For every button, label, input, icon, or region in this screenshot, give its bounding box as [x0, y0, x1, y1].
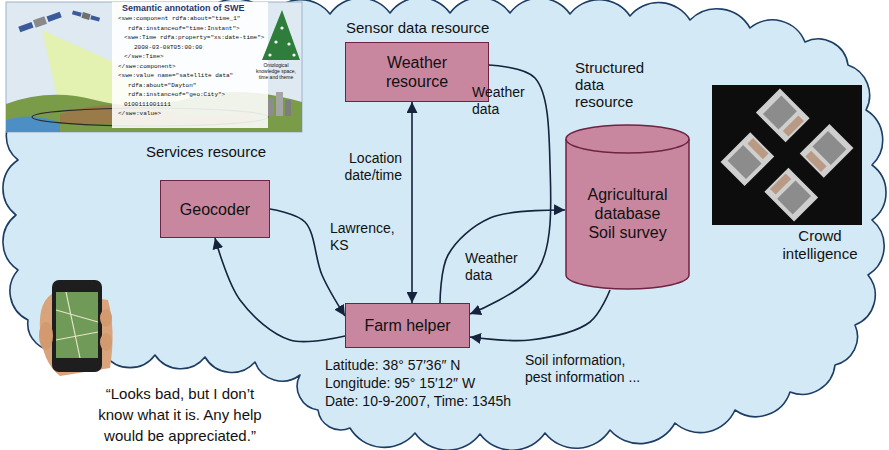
node-label: Agricultural database Soil survey [582, 185, 674, 242]
resource-box: Services resourceGeocoder [160, 180, 270, 238]
ontology-triangle [262, 10, 300, 60]
crowd-photo [712, 85, 862, 225]
finger [100, 309, 112, 327]
hand [783, 115, 804, 136]
code-line: rdfa:instanceof="time:Instant"> [128, 25, 240, 32]
code-line: rdfa:about="Dayton" [128, 82, 196, 89]
database-cylinder: Structured data resourceAgricultural dat… [565, 125, 690, 290]
resource-type-heading: Sensor data resource [346, 19, 489, 36]
satellite-symbol [72, 9, 101, 22]
user-quote: “Looks bad, but I don’t know what it is.… [65, 383, 295, 446]
code-line: 0100111001111 [124, 101, 171, 108]
data-flow-arrow [440, 210, 565, 303]
code-line: <swe:component rdfa:about="time_1" [118, 15, 240, 22]
code-line: <swe:value name="satellite data" [118, 72, 233, 79]
satellite-illustration [6, 2, 302, 132]
solar-panel [18, 22, 33, 32]
edge-label: Lawrence, KS [330, 220, 400, 254]
ontology-caption: Ontological knowledge space, time and th… [252, 62, 300, 80]
laptop [800, 124, 854, 178]
laptop [721, 132, 775, 186]
smartphone-photo [39, 280, 113, 376]
laptop [756, 89, 810, 143]
ontology-dot [274, 40, 277, 43]
city-building [285, 100, 291, 116]
node-label: Weather resource [354, 53, 480, 91]
photo-caption: Crowd intelligence [780, 227, 860, 263]
edge-label: Location date/time [338, 150, 402, 184]
hand [770, 173, 791, 194]
code-line: </swe:component> [118, 63, 176, 70]
code-line: 2008-03-08T05:00:00 [134, 44, 202, 51]
finger [100, 333, 112, 351]
data-flow-arrow [470, 290, 610, 341]
ontology-dot [287, 42, 290, 45]
sky-background [6, 2, 302, 132]
resource-box: Sensor data resourceWeather resource [345, 42, 489, 102]
cloud-shape [3, 0, 886, 450]
thumb [39, 322, 53, 350]
resource-box: Farm helper [345, 303, 470, 348]
timestamp: Date: 10-9-2007, Time: 1345h [325, 392, 511, 410]
gps-reading: Longitude: 95° 15′12″ W [325, 374, 475, 392]
laptop-base [756, 89, 810, 143]
laptop-base [764, 168, 818, 222]
hand [805, 151, 826, 172]
city-building [276, 92, 283, 116]
water [6, 116, 60, 132]
ontology-dot [280, 26, 283, 29]
gps-reading: Latitude: 38° 57′36″ N [325, 356, 460, 374]
resource-type-heading: Services resource [146, 143, 266, 160]
code-line: <swe:Time rdfa:property="xs:date-time"> [124, 34, 264, 41]
city-building [268, 98, 274, 116]
resource-type-heading: Structured data resource [575, 59, 649, 110]
satellite-body [81, 12, 90, 20]
edge-label: Weather data [465, 250, 521, 284]
code-panel [112, 2, 268, 128]
code-line: </swe:Time> [124, 53, 164, 60]
code-line: </swe:value> [118, 110, 161, 117]
solar-panel [72, 10, 82, 16]
illustration-title: Semantic annotation of SWE [122, 3, 245, 13]
node-label: Geocoder [180, 200, 250, 219]
laptop-pinwheel [721, 89, 854, 222]
connectors [215, 65, 610, 342]
data-flow-arrow [411, 102, 413, 303]
laptop-base [800, 124, 854, 178]
map-roads [56, 292, 98, 358]
node-label: Farm helper [364, 316, 450, 335]
edge-label: Weather data [472, 84, 528, 118]
satellite-body [33, 16, 47, 28]
hand [747, 138, 768, 159]
edge-label: Soil information, pest information ... [525, 352, 645, 386]
solar-panel [46, 12, 61, 22]
phone-screen [56, 292, 98, 358]
photo-ground [712, 85, 862, 225]
code-line: rdfa:instanceof="geo:City"> [128, 91, 225, 98]
laptop-base [721, 132, 775, 186]
cylinder-rim [566, 139, 689, 153]
solar-panel [90, 15, 100, 21]
ontology-dot [268, 53, 271, 56]
cylinder-body [566, 125, 689, 289]
data-flow-arrow [215, 238, 345, 342]
satellite-symbol [18, 11, 62, 34]
phone-body [52, 280, 102, 372]
ontology-dot [292, 53, 295, 56]
laptop [764, 168, 818, 222]
